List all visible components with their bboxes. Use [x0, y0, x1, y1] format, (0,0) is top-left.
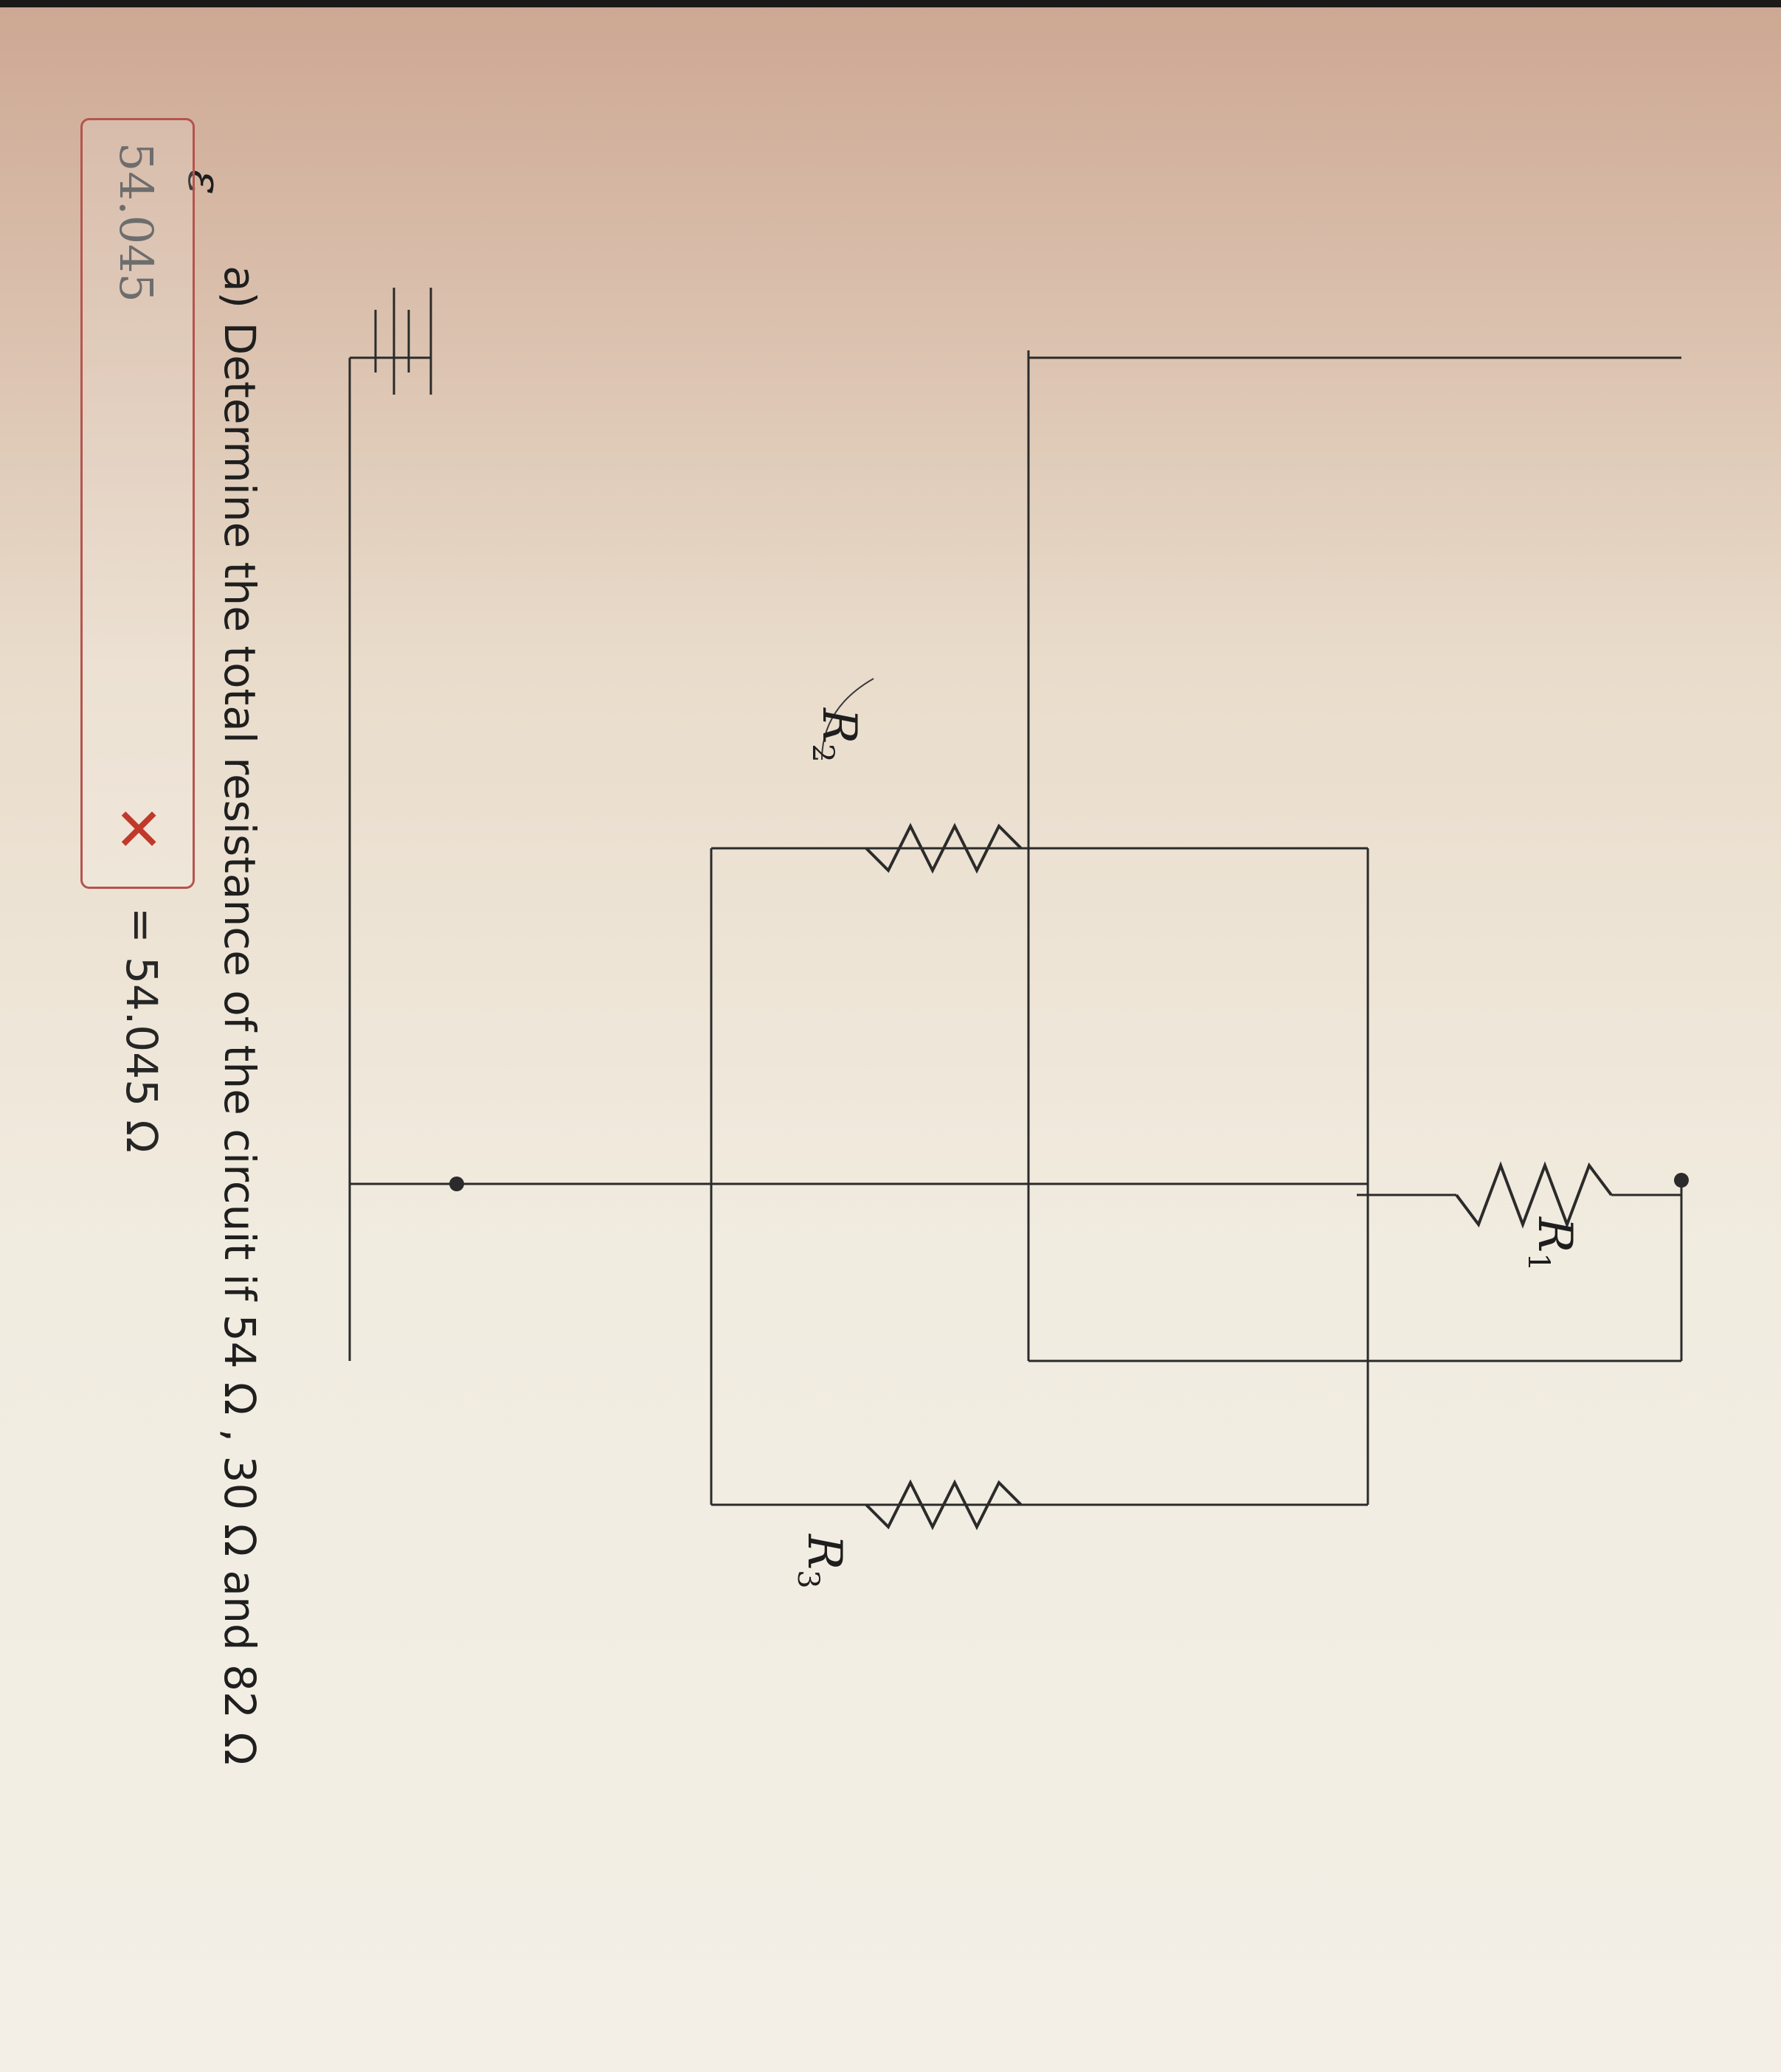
- r3-label: R3: [791, 1534, 851, 1589]
- incorrect-icon: ✕: [103, 803, 172, 853]
- r2-label: R2: [806, 708, 866, 763]
- r2-zigzag: [865, 822, 1023, 874]
- r1-zigzag: [1455, 1161, 1613, 1229]
- junction-dot-top: [1674, 1173, 1689, 1188]
- answer-value: 54.045: [109, 142, 163, 302]
- answer-input[interactable]: 54.045 ✕: [80, 118, 195, 889]
- r3-zigzag: [865, 1479, 1023, 1531]
- answer-feedback: = 54.045 Ω: [117, 907, 167, 1153]
- r1-label: R1: [1521, 1217, 1582, 1272]
- question-text: a) Determine the total resistance of the…: [215, 266, 265, 1765]
- arc-mark: [821, 678, 874, 760]
